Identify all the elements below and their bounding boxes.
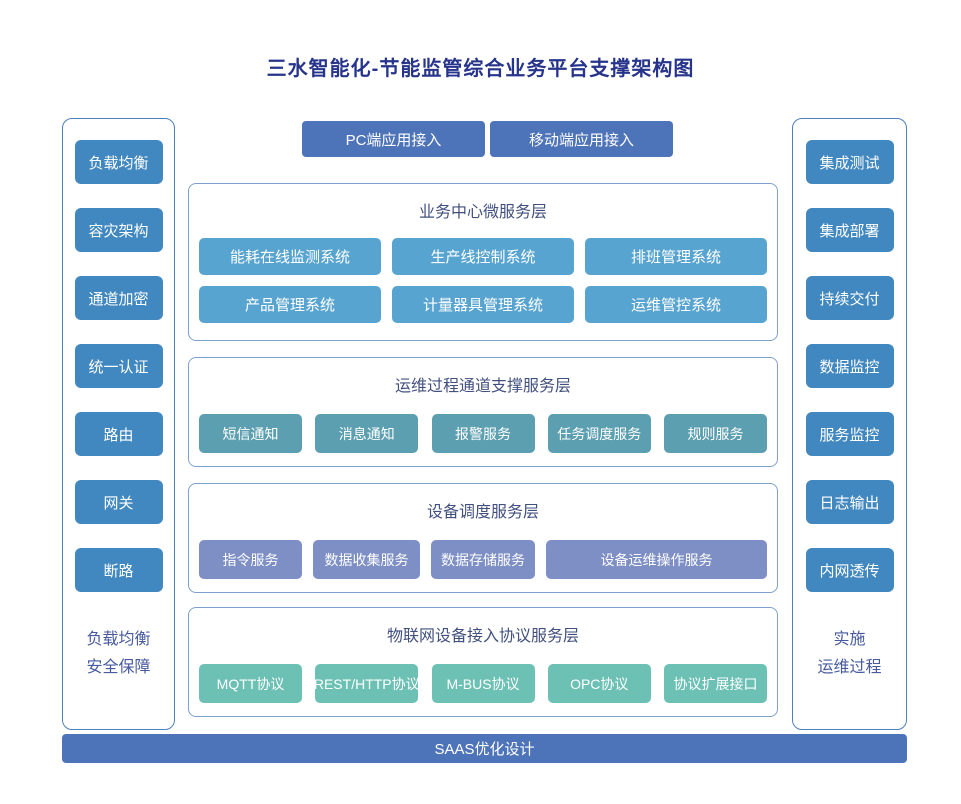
- box-task-scheduling: 任务调度服务: [547, 414, 651, 453]
- box-message-notify: 消息通知: [315, 414, 419, 453]
- right-item-data-monitoring: 数据监控: [805, 344, 894, 388]
- layer-ops-channel-row: 短信通知 消息通知 报警服务 任务调度服务 规则服务: [189, 414, 777, 453]
- layer-device-scheduling-title: 设备调度服务层: [426, 504, 539, 521]
- layer-device-scheduling-row: 指令服务 数据收集服务 数据存储服务 设备运维操作服务: [189, 540, 777, 579]
- right-panel: 集成测试 集成部署 持续交付 数据监控 服务监控 日志输出 内网透传 实施 运维…: [792, 118, 907, 730]
- box-product-management: 产品管理系统: [199, 286, 381, 323]
- box-alarm-service: 报警服务: [431, 414, 535, 453]
- layer-business-microservices: 业务中心微服务层 能耗在线监测系统 生产线控制系统 排班管理系统 产品管理系统 …: [188, 183, 778, 341]
- layer-device-scheduling: 设备调度服务层 指令服务 数据收集服务 数据存储服务 设备运维操作服务: [188, 483, 778, 593]
- box-opc-protocol: OPC协议: [547, 664, 651, 703]
- left-item-gateway: 网关: [74, 480, 163, 524]
- layer-iot-protocol-title: 物联网设备接入协议服务层: [386, 628, 579, 645]
- right-item-log-output: 日志输出: [805, 480, 894, 524]
- layer-ops-channel-support: 运维过程通道支撑服务层 短信通知 消息通知 报警服务 任务调度服务 规则服务: [188, 357, 778, 467]
- box-data-storage: 数据存储服务: [431, 540, 535, 579]
- box-device-ops-operation: 设备运维操作服务: [546, 540, 767, 579]
- left-item-disaster-recovery-arch: 容灾架构: [74, 208, 163, 252]
- layer-business-title: 业务中心微服务层: [418, 204, 547, 221]
- saas-bar: SAAS优化设计: [62, 734, 907, 763]
- pc-access-button: PC端应用接入: [302, 121, 485, 157]
- box-sms-notify: 短信通知: [199, 414, 302, 453]
- page-title: 三水智能化-节能监管综合业务平台支撑架构图: [266, 58, 695, 80]
- box-protocol-extension: 协议扩展接口: [664, 664, 767, 703]
- left-item-channel-encryption: 通道加密: [74, 276, 163, 320]
- layer-iot-protocol: 物联网设备接入协议服务层 MQTT协议 REST/HTTP协议 M-BUS协议 …: [188, 607, 778, 717]
- left-caption-line-2: 安全保障: [86, 659, 151, 676]
- box-production-line-control: 生产线控制系统: [392, 238, 574, 275]
- box-command-service: 指令服务: [199, 540, 302, 579]
- right-panel-caption: 实施 运维过程: [817, 626, 881, 682]
- box-mqtt-protocol: MQTT协议: [199, 664, 302, 703]
- right-item-integration-deploy: 集成部署: [805, 208, 894, 252]
- layer-iot-protocol-row: MQTT协议 REST/HTTP协议 M-BUS协议 OPC协议 协议扩展接口: [189, 664, 777, 703]
- box-rest-http-protocol: REST/HTTP协议: [314, 664, 420, 703]
- right-item-intranet-passthrough: 内网透传: [805, 548, 894, 592]
- left-caption-line-1: 负载均衡: [86, 631, 151, 648]
- right-item-integration-test: 集成测试: [805, 140, 894, 184]
- box-energy-online-monitoring: 能耗在线监测系统: [199, 238, 381, 275]
- left-panel: 负载均衡 容灾架构 通道加密 统一认证 路由 网关 断路 负载均衡 安全保障: [62, 118, 175, 730]
- layer-business-row-2: 产品管理系统 计量器具管理系统 运维管控系统: [189, 286, 777, 323]
- left-item-unified-auth: 统一认证: [74, 344, 163, 388]
- right-caption-line-2: 运维过程: [817, 659, 882, 676]
- layer-business-row-1: 能耗在线监测系统 生产线控制系统 排班管理系统: [189, 238, 777, 275]
- right-item-service-monitoring: 服务监控: [805, 412, 894, 456]
- box-ops-control: 运维管控系统: [585, 286, 767, 323]
- box-shift-scheduling: 排班管理系统: [585, 238, 767, 275]
- box-m-bus-protocol: M-BUS协议: [431, 664, 535, 703]
- left-item-routing: 路由: [74, 412, 163, 456]
- left-item-circuit-break: 断路: [74, 548, 163, 592]
- box-rule-service: 规则服务: [664, 414, 767, 453]
- left-panel-caption: 负载均衡 安全保障: [86, 626, 150, 682]
- layer-ops-channel-title: 运维过程通道支撑服务层: [394, 378, 571, 395]
- box-data-collection: 数据收集服务: [313, 540, 420, 579]
- right-item-continuous-delivery: 持续交付: [805, 276, 894, 320]
- right-caption-line-1: 实施: [833, 631, 866, 648]
- left-item-load-balancing: 负载均衡: [74, 140, 163, 184]
- box-metering-device-management: 计量器具管理系统: [392, 286, 574, 323]
- mobile-access-button: 移动端应用接入: [490, 121, 673, 157]
